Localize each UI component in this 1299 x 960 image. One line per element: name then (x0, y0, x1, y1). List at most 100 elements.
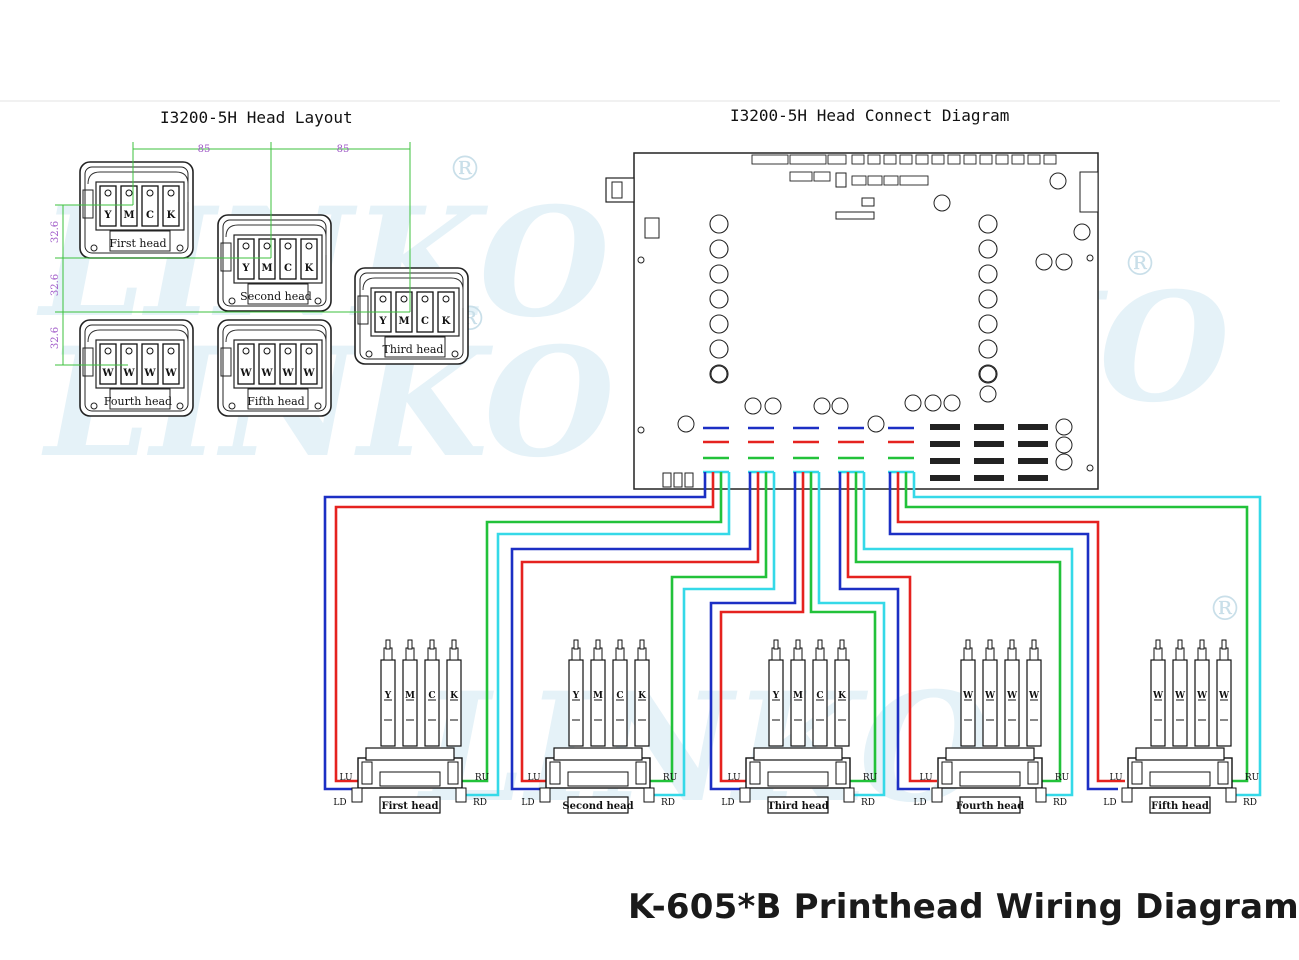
terminal (662, 472, 672, 488)
board-component (943, 394, 961, 412)
header-connector (979, 154, 993, 165)
port-label-rd: RD (1053, 798, 1067, 808)
rd-connector (1035, 787, 1047, 803)
nozzle-column (237, 343, 255, 385)
side-clamp (220, 347, 232, 377)
board-component (677, 415, 695, 433)
tube-tip (773, 639, 779, 650)
ink-channel (1150, 659, 1166, 747)
controller-board (605, 152, 1099, 490)
ink-channel (812, 659, 828, 747)
head-label-plate (567, 796, 629, 814)
header-connector (789, 154, 827, 165)
nozzle-column (279, 238, 297, 280)
capacitor (709, 289, 729, 309)
nozzle-column (237, 238, 255, 280)
nozzle-column (279, 343, 297, 385)
ld-connector (351, 787, 363, 803)
board-component (1055, 418, 1073, 436)
port-label-ru: RU (1245, 773, 1260, 783)
tube-neck (405, 647, 415, 661)
channel-label: C (146, 210, 154, 221)
header-connector (851, 175, 867, 186)
nozzle-port (146, 189, 154, 197)
ink-channel (568, 659, 584, 747)
mount-hole (176, 244, 184, 252)
wire-ru-head-5 (904, 472, 1249, 783)
header-connector (995, 154, 1009, 165)
tube-tip (617, 639, 623, 650)
rd-connector (1225, 787, 1237, 803)
tube-neck (1029, 647, 1039, 661)
channel-label: M (405, 691, 415, 701)
registered-mark: ® (1208, 589, 1242, 629)
head-label-plate (379, 796, 441, 814)
channel-label: W (1152, 691, 1164, 701)
port-label-ld: LD (913, 798, 926, 808)
wire-lu-head-1 (334, 472, 715, 783)
wire-lu-head-4 (846, 472, 937, 783)
tube-tip (965, 639, 971, 650)
wire-lu-head-3 (719, 472, 805, 783)
ink-channel (590, 659, 606, 747)
fpc-slot (930, 424, 960, 430)
tube-neck (837, 647, 847, 661)
wire-ru-head-4 (854, 472, 1062, 783)
printhead-label: Fourth head (956, 801, 1024, 812)
nozzle-port (284, 242, 292, 250)
tube-tip (385, 639, 391, 650)
nozzle-column (141, 185, 159, 227)
registered-mark: ® (448, 149, 482, 189)
right-bracket (1027, 761, 1039, 785)
board-component (1086, 254, 1094, 262)
tube-tip (817, 639, 823, 650)
tube-neck (985, 647, 995, 661)
mount-hole (314, 297, 322, 305)
head-rib (225, 224, 327, 255)
label-plate (109, 230, 171, 252)
channel-label: C (616, 691, 623, 701)
rd-connector (455, 787, 467, 803)
rd-connector (643, 787, 655, 803)
port-label-ru: RU (475, 773, 490, 783)
nozzle-port (400, 295, 408, 303)
ink-channel (402, 659, 418, 747)
nozzle-column (416, 291, 434, 333)
mount-hole (176, 402, 184, 410)
header-connector (851, 154, 865, 165)
nozzle-plate (1149, 771, 1211, 787)
tube-tip (407, 639, 413, 650)
head-label-plate (959, 796, 1021, 814)
wire-ld-head-1 (323, 472, 707, 791)
nozzle-column (99, 185, 117, 227)
head-label-plate (767, 796, 829, 814)
wire-rd-head-3 (817, 472, 886, 797)
header-connector (915, 154, 929, 165)
board-component (1055, 436, 1073, 454)
mount-hole (365, 350, 373, 358)
port-label-rd: RD (661, 798, 675, 808)
board-component (1086, 464, 1094, 472)
nozzle-column (258, 343, 276, 385)
wire-ld-head-5 (888, 472, 1118, 791)
channel-label: W (164, 368, 177, 379)
channel-label: W (302, 368, 315, 379)
dimension-32-6: 32.6 (50, 274, 61, 296)
head-manifold (945, 747, 1035, 761)
wire-ru-head-1 (462, 472, 723, 783)
ink-channel (1194, 659, 1210, 747)
board-component (1049, 172, 1067, 190)
header-connector (1011, 154, 1025, 165)
board-component (867, 415, 885, 433)
nozzle-port (263, 347, 271, 355)
board-component (710, 365, 728, 383)
wire-rd-head-5 (912, 472, 1262, 797)
capacitor (978, 289, 998, 309)
printhead-label: Third head (767, 801, 828, 812)
nozzle-column (300, 238, 318, 280)
